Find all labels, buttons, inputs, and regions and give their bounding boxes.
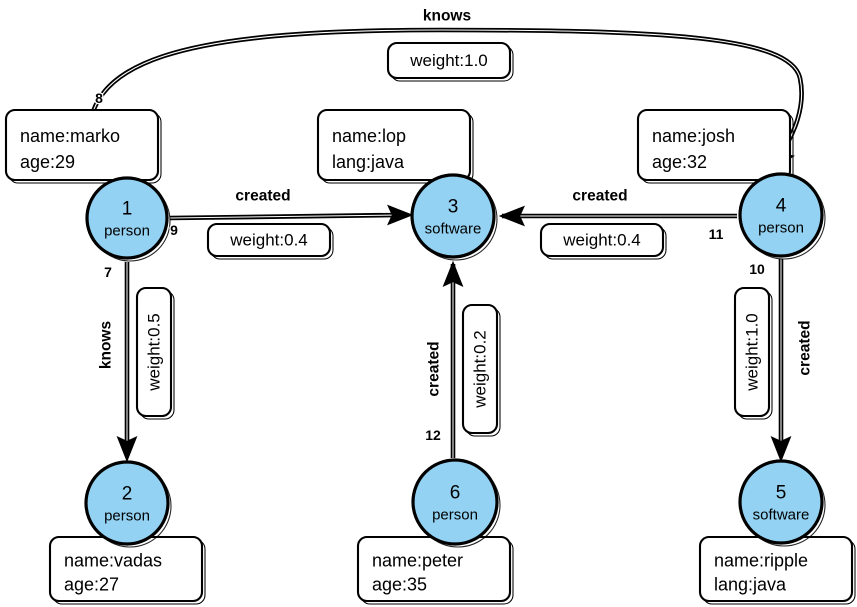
property-line-2-vertex-5: lang:java — [714, 574, 787, 594]
edge-id-12: 12 — [425, 427, 441, 443]
weight-label-11: weight:0.4 — [562, 231, 641, 250]
weight-box-12 — [461, 303, 499, 435]
vertex-1-id: 1 — [122, 199, 133, 220]
vertex-1-label: person — [104, 223, 150, 240]
property-line-1-vertex-5: name:ripple — [714, 551, 808, 571]
edge-id-11: 11 — [709, 226, 724, 242]
weight-label-7: weight:0.5 — [145, 313, 164, 392]
vertex-2[interactable]: 2 person — [84, 460, 172, 548]
vertex-3-id: 3 — [448, 197, 459, 218]
vertex-6[interactable]: 6 person — [411, 458, 501, 548]
property-line-1-vertex-3: name:lop — [332, 126, 406, 146]
edge-label-11: created — [572, 188, 627, 205]
weight-label-8: weight:1.0 — [409, 51, 488, 70]
property-line-2-vertex-2: age:27 — [64, 574, 119, 594]
vertex-5-label: software — [753, 507, 810, 524]
arrowhead-knows-7 — [116, 436, 138, 463]
weight-box-8 — [386, 41, 512, 80]
property-box-vertex-3 — [316, 108, 472, 182]
vertex-6-circle[interactable] — [411, 458, 499, 546]
weight-box-11 — [539, 222, 665, 258]
weight-label-12: weight:0.2 — [471, 330, 490, 409]
arrowhead-created-11 — [498, 205, 525, 227]
weight-box-7 — [135, 286, 173, 418]
edges-layer — [86, 27, 804, 463]
property-line-2-vertex-6: age:35 — [372, 574, 427, 594]
arrowhead-created-12 — [442, 260, 464, 287]
property-line-1-vertex-2: name:vadas — [64, 551, 162, 571]
arrowhead-created-9 — [387, 204, 414, 226]
vertex-5[interactable]: 5 software — [738, 459, 826, 547]
property-line-2-vertex-1: age:29 — [20, 152, 75, 172]
edge-id-7: 7 — [104, 264, 112, 280]
property-line-1-vertex-4: name:josh — [652, 126, 735, 146]
edge-id-8: 8 — [95, 90, 103, 106]
edge-label-9: created — [235, 188, 290, 205]
property-line-1-vertex-1: name:marko — [20, 126, 120, 146]
weight-label-10: weight:1.0 — [743, 313, 762, 392]
property-box-vertex-1 — [4, 108, 160, 182]
vertex-2-circle[interactable] — [84, 460, 170, 546]
edge-id-10: 10 — [749, 261, 765, 277]
vertex-3-circle[interactable] — [410, 173, 496, 259]
property-boxes-layer: weight:1.0 weight:0.5 weight:0.4 weight:0.4… — [4, 41, 856, 605]
property-line-2-vertex-3: lang:java — [332, 152, 405, 172]
vertex-3[interactable]: 3 software — [410, 173, 498, 261]
edge-label-10: created — [797, 320, 814, 375]
property-line-2-vertex-4: age:32 — [652, 152, 707, 172]
weight-box-10 — [733, 286, 771, 418]
vertex-5-id: 5 — [776, 483, 787, 504]
vertex-2-id: 2 — [122, 484, 133, 505]
property-box-vertex-4 — [636, 108, 792, 182]
arrowhead-created-10 — [770, 436, 792, 463]
weight-box-9 — [206, 222, 332, 258]
vertex-2-label: person — [104, 508, 150, 525]
edge-label-7: knows — [98, 321, 115, 369]
edge-labels-layer: knows 8 knows 7 created 9 created 11 created 10 cr… — [94, 6, 815, 444]
vertex-1-circle[interactable] — [85, 176, 169, 260]
edge-id-9: 9 — [170, 222, 178, 238]
vertices-layer: 1 person 2 person 3 software 4 person 5 software 6… — [84, 172, 826, 548]
weight-label-9: weight:0.4 — [229, 231, 308, 250]
vertex-6-label: person — [432, 507, 478, 524]
vertex-5-circle[interactable] — [738, 459, 824, 545]
vertex-4-label: person — [758, 220, 804, 237]
vertex-6-id: 6 — [450, 483, 461, 504]
property-line-1-vertex-6: name:peter — [372, 551, 463, 571]
vertex-1[interactable]: 1 person — [85, 176, 171, 262]
vertex-3-label: software — [425, 221, 482, 238]
edge-label-12: created — [426, 341, 443, 396]
edge-label-8: knows — [423, 8, 471, 25]
vertex-4-circle[interactable] — [738, 172, 824, 258]
edge-created-9-inner-highlight — [169, 214, 401, 219]
edge-knows-8-inner-highlight — [88, 29, 803, 163]
vertex-4-id: 4 — [776, 196, 787, 217]
vertex-4[interactable]: 4 person — [738, 172, 826, 260]
